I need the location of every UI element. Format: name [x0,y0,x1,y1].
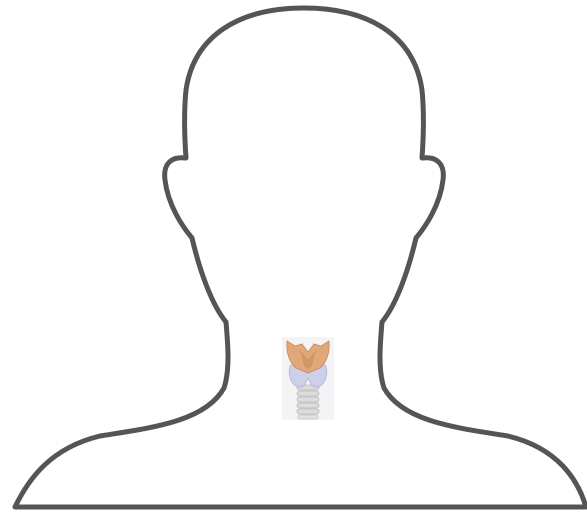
trachea-ring [297,414,319,420]
larynx-trachea-inset [282,337,334,420]
trachea-ring [296,396,320,403]
cartilage-shading [300,350,316,369]
trachea-ring [296,402,320,409]
trachea-ring [296,390,320,397]
thyroid-cartilage [286,340,330,374]
head-shoulders-outline [12,5,587,510]
trachea [296,384,320,420]
trachea-ring [296,408,320,415]
